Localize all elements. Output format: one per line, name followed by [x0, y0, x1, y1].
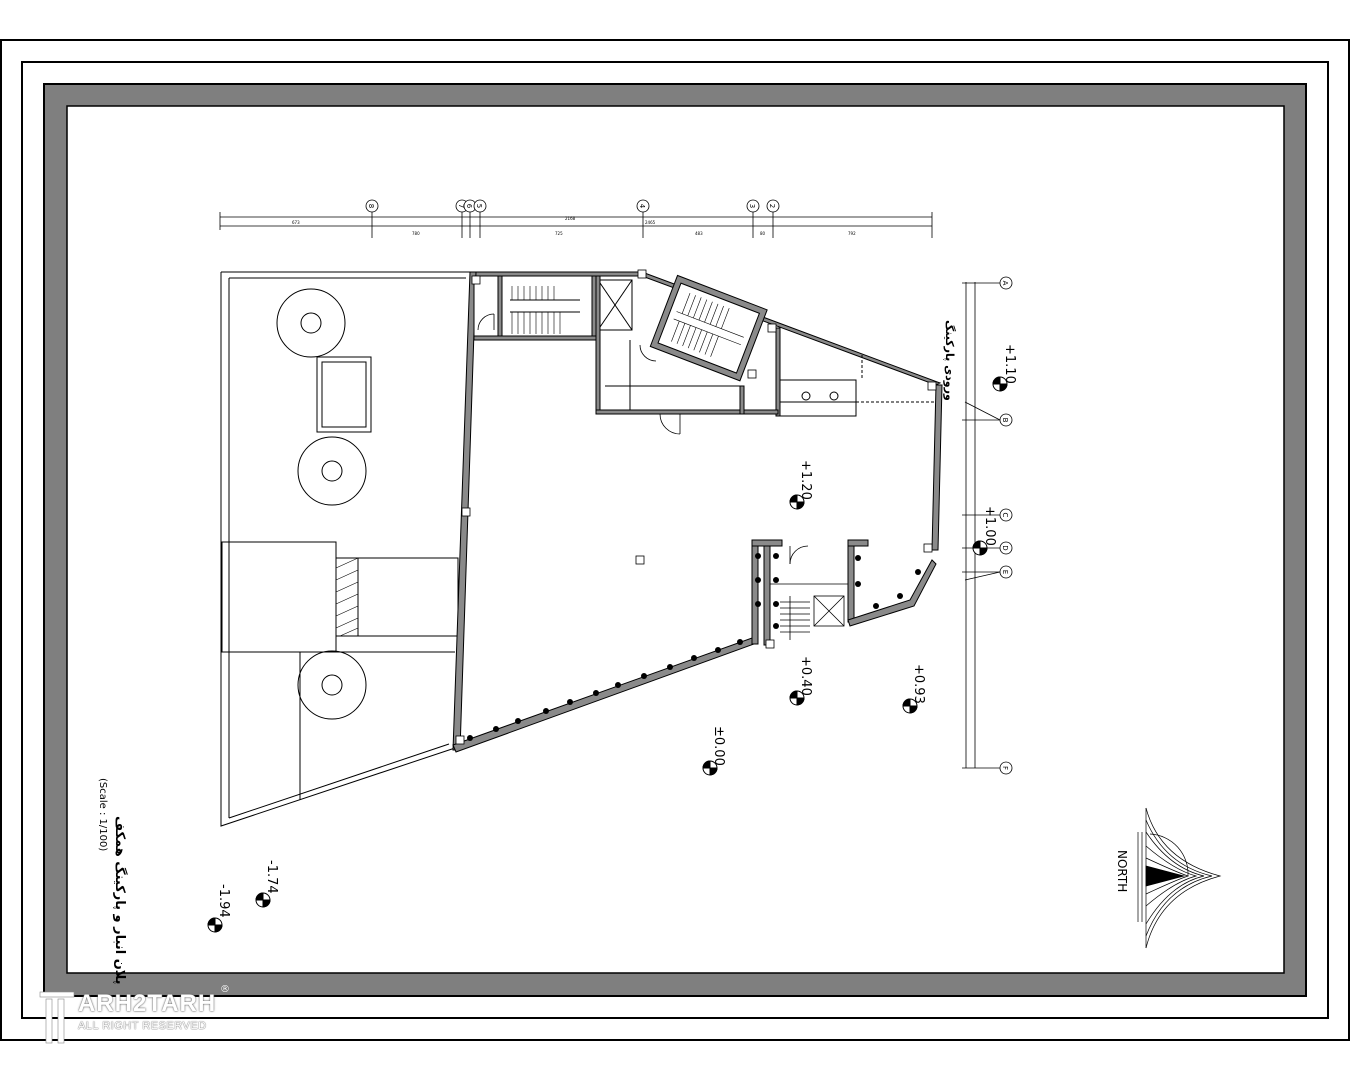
grid-label-top: 2 — [768, 204, 776, 208]
top-dimension-lines — [219, 212, 933, 238]
level-markers — [207, 376, 1008, 933]
north-label: NORTH — [1115, 850, 1129, 892]
level-label-1: +1.10 — [1002, 344, 1017, 384]
grid-label-top: 5 — [475, 204, 483, 208]
grid-label-right: C — [1001, 513, 1009, 518]
level-label-7: -1.74 — [264, 860, 279, 894]
level-label-5: +0.93 — [911, 664, 926, 704]
drawing-area — [66, 105, 1285, 974]
grid-label-right: D — [1001, 545, 1009, 550]
right-dimension-lines — [962, 282, 1006, 769]
service-room — [743, 327, 936, 417]
watermark-registered: ® — [220, 984, 230, 995]
svg-text:2465: 2465 — [645, 220, 656, 225]
column-logo-icon — [39, 991, 75, 1044]
svg-text:673: 673 — [292, 220, 300, 225]
stair-1-treads — [511, 286, 561, 334]
door-swings — [477, 313, 809, 565]
svg-text:80: 80 — [760, 231, 766, 236]
planter-symbols — [467, 553, 921, 741]
svg-text:780: 780 — [412, 231, 420, 236]
svg-text:483: 483 — [695, 231, 703, 236]
elevator-shaft — [595, 275, 745, 415]
level-label-6: ±0.00 — [711, 726, 726, 766]
grid-label-right: B — [1001, 418, 1009, 423]
entrance-note: ورودی پارکینگ — [943, 320, 957, 401]
yard-hatch — [335, 557, 359, 637]
grid-label-right: E — [1001, 570, 1009, 574]
watermark-logo: ARH2TARH ® ALL RIGHT RESERVED — [38, 984, 238, 1050]
grid-label-right: F — [1001, 766, 1009, 770]
drawing-title: پلان انبار و پارکینگ همکف — [112, 816, 128, 985]
drawing-scale: (Scale : 1/100) — [97, 778, 108, 851]
level-label-8: -1.94 — [216, 884, 231, 918]
grid-label-top: 3 — [748, 204, 756, 208]
top-grid-bubbles — [365, 199, 780, 213]
svg-text:2168: 2168 — [565, 216, 576, 221]
stair-core-2 — [649, 274, 768, 382]
top-dimension-values: 673 2168 780 725 2465 483 80 792 — [292, 216, 856, 236]
grid-label-top: 8 — [367, 204, 375, 208]
grid-label-top: 7 — [457, 204, 465, 208]
level-label-4: +0.40 — [798, 656, 813, 696]
right-grid-bubbles — [999, 276, 1013, 775]
north-arrow-icon — [1137, 807, 1222, 949]
column-markers — [455, 269, 937, 745]
svg-text:725: 725 — [555, 231, 563, 236]
watermark-subtitle: ALL RIGHT RESERVED — [78, 1020, 207, 1032]
svg-text:792: 792 — [848, 231, 856, 236]
watermark-name: ARH2TARH — [78, 990, 217, 1017]
stair-core-3 — [770, 583, 848, 640]
grid-label-top: 6 — [465, 204, 473, 209]
level-label-2: +1.20 — [798, 460, 813, 500]
grid-label-right: A — [1001, 281, 1009, 286]
grid-label-top: 4 — [638, 204, 646, 209]
level-label-3: +1.00 — [982, 506, 997, 546]
tree-symbols — [276, 288, 367, 720]
